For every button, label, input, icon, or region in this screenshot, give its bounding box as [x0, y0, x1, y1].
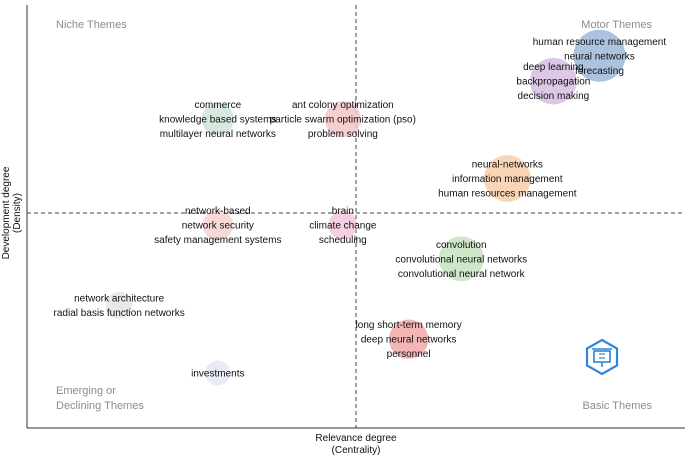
cluster-label-network-architecture-0: network architecture: [74, 294, 164, 305]
cluster-label-motor-1: neural networks: [564, 51, 635, 62]
quadrant-emerging-line2: Declining Themes: [56, 400, 144, 412]
cluster-label-network-based-0: network-based: [185, 206, 251, 217]
x-axis-title: Relevance degree: [315, 433, 397, 444]
cluster-label-deep-learning-0: deep learning: [523, 62, 584, 73]
cluster-label-convolution-1: convolutional neural networks: [395, 254, 527, 265]
cluster-label-commerce-1: knowledge based systems: [159, 115, 276, 126]
cluster-label-motor-0: human resource management: [533, 37, 667, 48]
cluster-bubble-deep-learning: [530, 57, 577, 105]
quadrant-motor-themes: Motor Themes: [581, 19, 652, 31]
quadrant-basic-themes: Basic Themes: [583, 400, 653, 412]
cluster-label-aco-2: problem solving: [308, 129, 378, 140]
quadrant-niche-themes: Niche Themes: [56, 19, 127, 31]
cluster-bubble-investments: [205, 360, 231, 386]
cluster-group: human resource management neural networks…: [54, 29, 667, 386]
cluster-bubble-convolution: [438, 236, 484, 282]
logo-icon: [585, 338, 619, 376]
cluster-label-neural-networks-1: information management: [452, 174, 563, 185]
cluster-label-commerce-2: multilayer neural networks: [160, 129, 276, 140]
cluster-label-brain-2: scheduling: [319, 235, 367, 246]
cluster-bubble-aco: [324, 101, 361, 138]
cluster-bubble-commerce: [201, 103, 234, 136]
cluster-label-deep-learning-1: backpropagation: [516, 77, 590, 88]
cluster-label-lstm-2: personnel: [387, 349, 431, 360]
cluster-label-brain-1: climate change: [309, 220, 377, 231]
cluster-label-network-based-2: safety management systems: [154, 235, 281, 246]
cluster-label-motor-2: forecasting: [575, 66, 624, 77]
cluster-label-neural-networks-0: neural-networks: [472, 159, 543, 170]
cluster-bubble-brain: [328, 210, 358, 240]
cluster-bubble-neural-networks: [484, 155, 531, 202]
cluster-label-neural-networks-2: human resources management: [438, 188, 577, 199]
y-axis-subtitle: (Density): [12, 193, 23, 233]
cluster-label-investments-0: investments: [191, 369, 244, 380]
quadrant-emerging-line1: Emerging or: [56, 385, 116, 397]
cluster-label-commerce-0: commerce: [194, 100, 241, 111]
cluster-label-network-architecture-1: radial basis function networks: [54, 308, 185, 319]
cluster-bubble-lstm: [388, 319, 429, 359]
y-axis-title: Development degree: [1, 166, 12, 259]
cluster-label-convolution-0: convolution: [436, 240, 487, 251]
cluster-label-aco-1: particle swarm optimization (pso): [270, 115, 416, 126]
cluster-label-deep-learning-2: decision making: [518, 91, 590, 102]
cluster-label-brain-0: brain: [332, 206, 354, 217]
cluster-label-lstm-1: deep neural networks: [361, 335, 457, 346]
x-axis-subtitle: (Centrality): [332, 445, 381, 455]
cluster-bubble-network-based: [202, 209, 234, 241]
cluster-label-lstm-0: long short-term memory: [356, 320, 462, 331]
cluster-bubble-network-architecture: [105, 291, 133, 319]
cluster-label-convolution-2: convolutional neural network: [398, 269, 526, 280]
cluster-bubble-motor: [573, 29, 626, 82]
cluster-label-network-based-1: network security: [182, 220, 254, 231]
cluster-label-aco-0: ant colony optimization: [292, 100, 394, 111]
